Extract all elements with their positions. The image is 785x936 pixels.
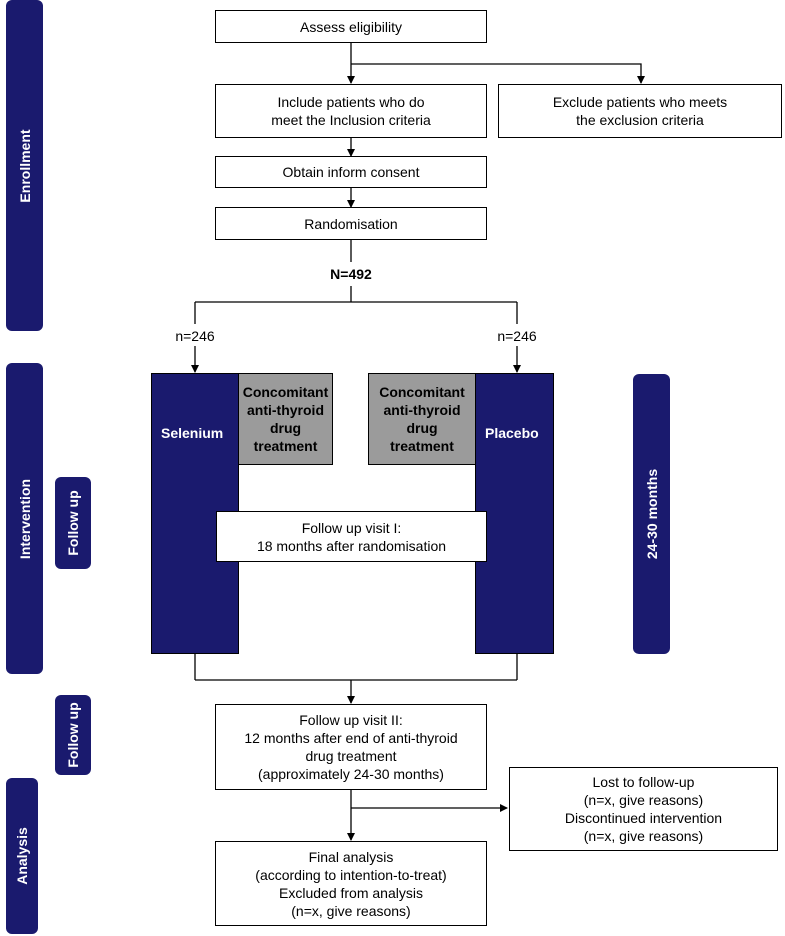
follow-up-bar-2: Follow up [55,695,91,775]
analysis-bar: Analysis [6,778,38,934]
follow-up-visit-1-box: Follow up visit I: 18 months after rando… [216,511,487,562]
n-selenium-label: n=246 [175,328,215,344]
final-analysis-box: Final analysis (according to intention-t… [215,841,487,926]
randomisation-box: Randomisation [215,207,487,240]
duration-bar: 24-30 months [633,374,670,654]
arrow-assess-exclude [351,63,645,84]
placebo-arm: Placebo [475,373,554,654]
concomitant-right-box: Concomitant anti-thyroid drug treatment [368,373,476,465]
inform-consent-box: Obtain inform consent [215,156,487,188]
follow-up-label-1: Follow up [65,490,81,556]
lost-follow-up-box: Lost to follow-up (n=x, give reasons) Di… [509,767,778,851]
exclude-patients-box: Exclude patients who meets the exclusion… [498,84,782,138]
total-n-label: N=492 [330,266,372,282]
placebo-label: Placebo [485,425,539,441]
intervention-label: Intervention [16,478,33,559]
follow-up-visit-2-box: Follow up visit II: 12 months after end … [215,704,487,790]
concomitant-left-box: Concomitant anti-thyroid drug treatment [238,373,333,465]
include-patients-box: Include patients who do meet the Inclusi… [215,84,487,138]
duration-label: 24-30 months [643,468,660,560]
enrollment-bar: Enrollment [6,0,43,331]
follow-up-bar-1: Follow up [55,477,91,569]
n-placebo-label: n=246 [497,328,537,344]
enrollment-label: Enrollment [16,128,33,203]
intervention-bar: Intervention [6,363,43,674]
selenium-label: Selenium [161,425,224,441]
assess-eligibility-box: Assess eligibility [215,10,487,43]
follow-up-label-2: Follow up [65,702,81,768]
analysis-label: Analysis [14,827,30,885]
